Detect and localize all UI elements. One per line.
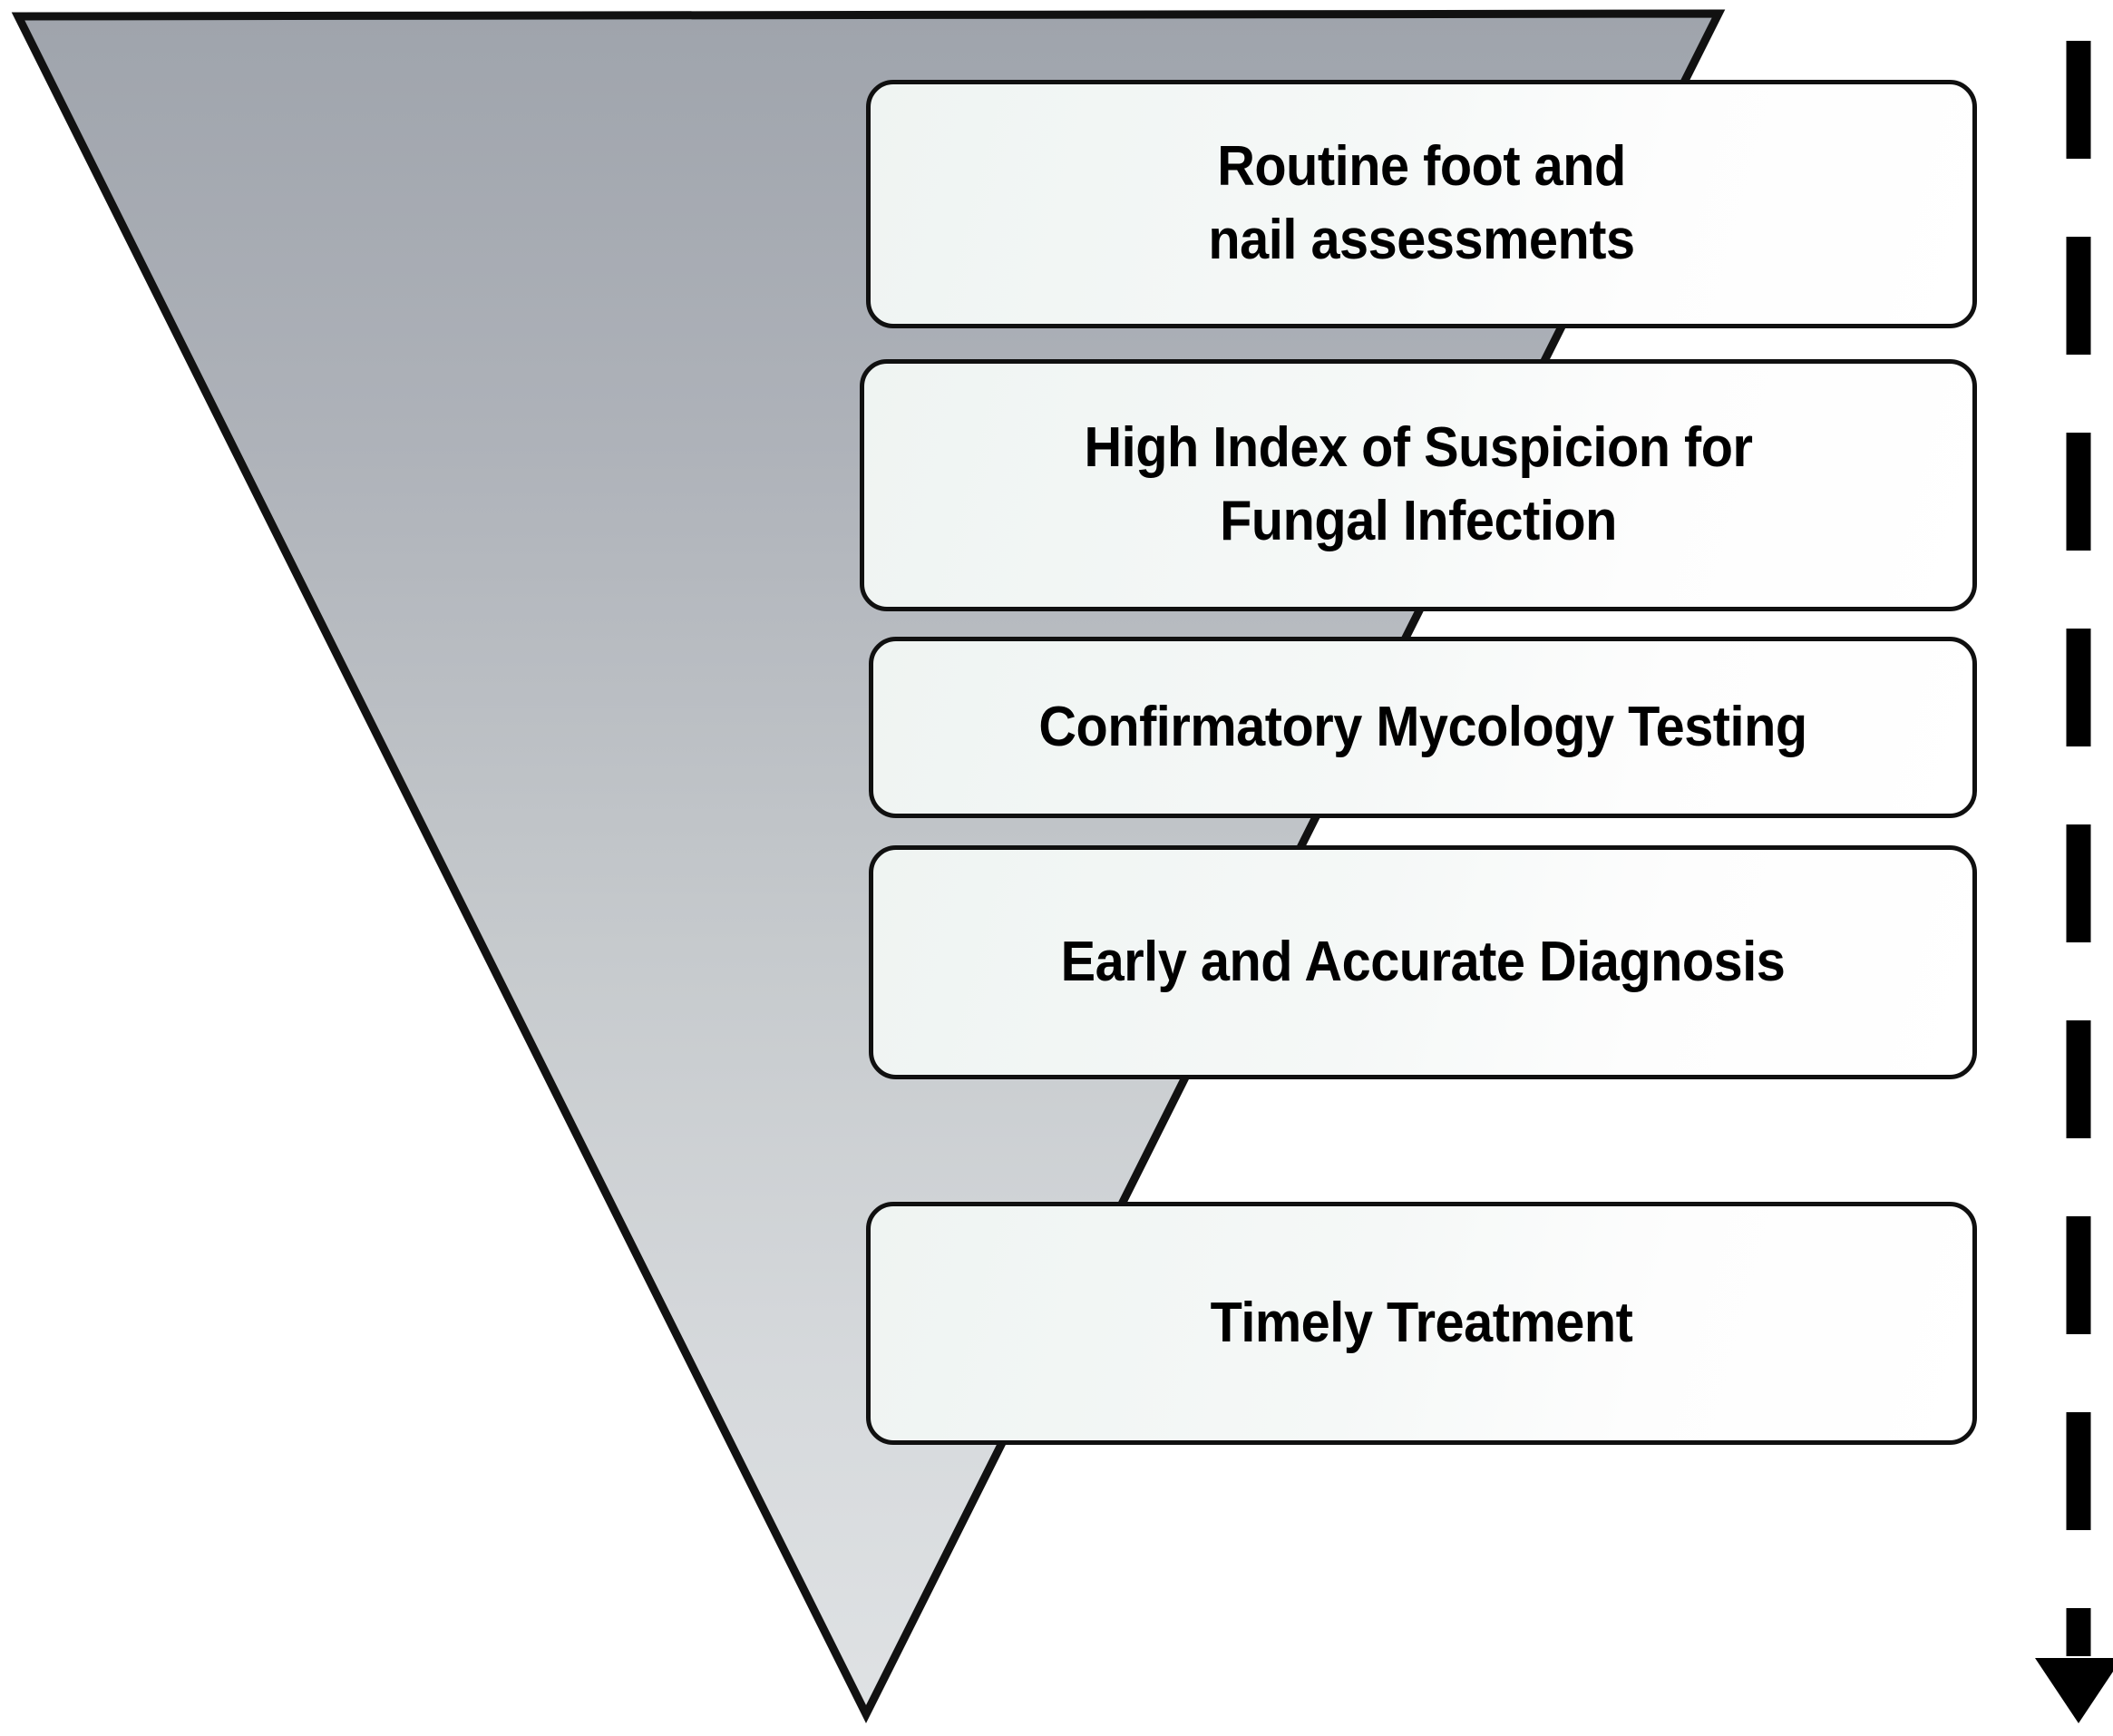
stage-box-early-and-accurate-diagnosis[interactable]: Early and Accurate Diagnosis — [869, 845, 1977, 1079]
stage-box-label: High Index of Suspicion for Fungal Infec… — [1084, 416, 1753, 552]
downward-progression-arrow-head — [2035, 1658, 2113, 1723]
stage-box-label: Timely Treatment — [1210, 1292, 1633, 1355]
stage-box-high-index-of-suspicion[interactable]: High Index of Suspicion for Fungal Infec… — [860, 359, 1977, 611]
stage-box-timely-treatment[interactable]: Timely Treatment — [866, 1202, 1977, 1445]
stage-box-label: Confirmatory Mycology Testing — [1038, 696, 1807, 759]
stage-box-confirmatory-mycology-testing[interactable]: Confirmatory Mycology Testing — [869, 637, 1977, 818]
stage-box-label: Routine foot and nail assessments — [1208, 135, 1635, 271]
stage-box-routine-foot-and-nail-assessments[interactable]: Routine foot and nail assessments — [866, 80, 1977, 328]
stage-box-label: Early and Accurate Diagnosis — [1060, 931, 1786, 994]
